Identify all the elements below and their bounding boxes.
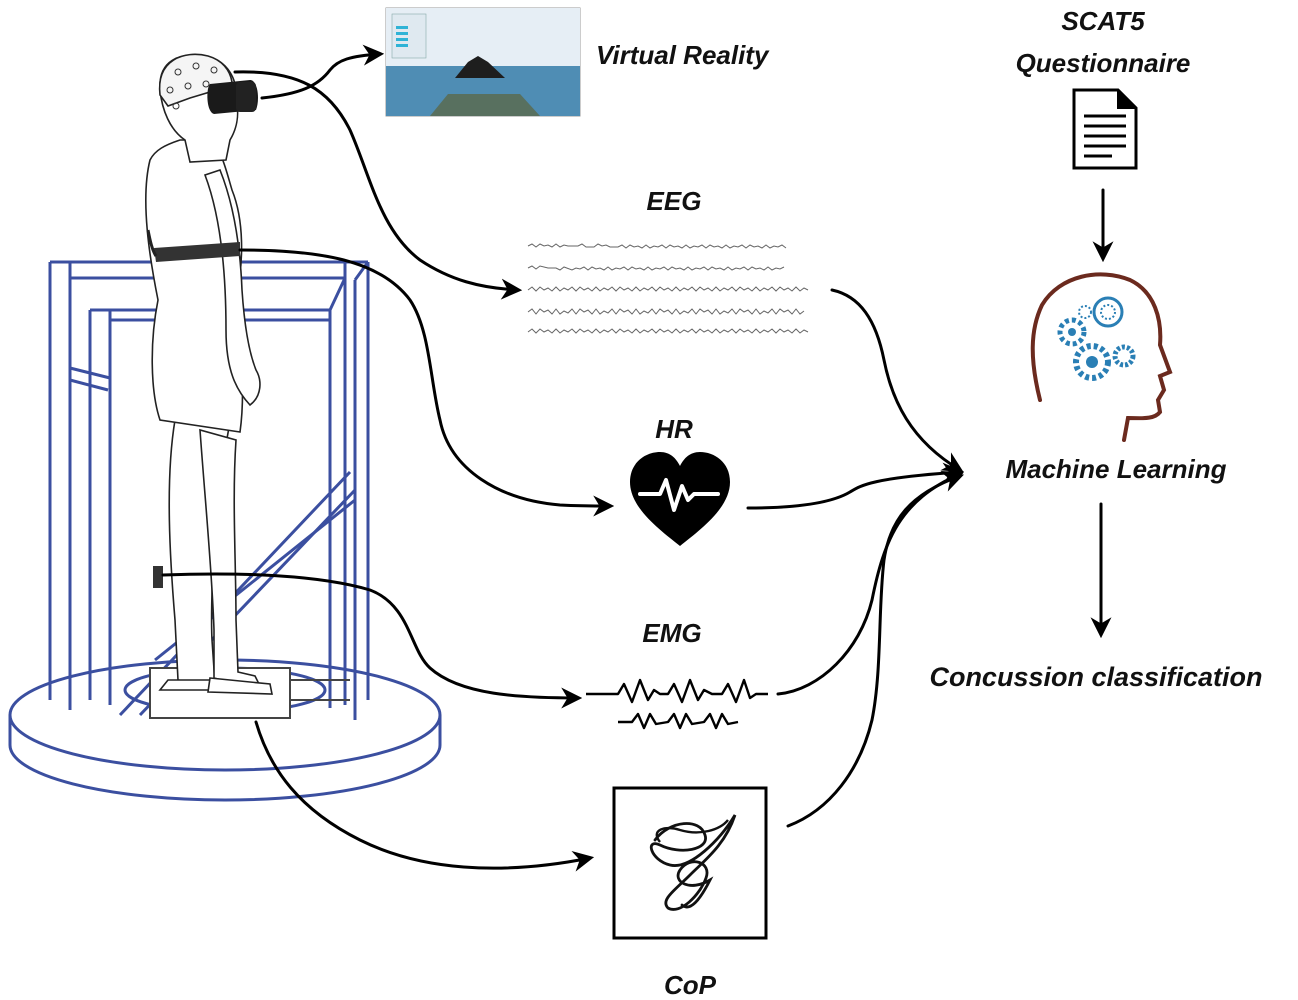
virtual-reality-screen-icon bbox=[385, 7, 581, 117]
label-hr: HR bbox=[655, 414, 693, 444]
label-questionnaire: Questionnaire bbox=[1016, 48, 1191, 78]
arrow-eeg-to-ml bbox=[830, 288, 964, 473]
label-concussion-classification: Concussion classification bbox=[929, 662, 1262, 692]
vr-headset-eeg-cap-icon bbox=[207, 80, 258, 114]
label-eeg: EEG bbox=[647, 186, 702, 216]
arrow-emg-to-ml bbox=[776, 471, 964, 696]
heart-ecg-icon bbox=[630, 452, 730, 546]
arrow-cop-to-ml bbox=[786, 471, 964, 828]
human-figure bbox=[145, 53, 273, 695]
arrow-head-to-eeg bbox=[233, 70, 523, 300]
head-gears-icon bbox=[1030, 272, 1173, 442]
label-emg: EMG bbox=[642, 618, 701, 648]
arrow-ankle-to-emg bbox=[161, 572, 583, 709]
emg-signal-traces bbox=[586, 678, 768, 730]
arrow-chest-to-hr bbox=[238, 248, 615, 517]
label-virtual-reality: Virtual Reality bbox=[596, 40, 770, 70]
label-cop: CoP bbox=[664, 970, 717, 1000]
arrow-hr-to-ml bbox=[746, 462, 965, 510]
label-scat5: SCAT5 bbox=[1061, 6, 1145, 36]
document-icon bbox=[1072, 88, 1138, 170]
cop-trace-icon bbox=[612, 786, 768, 940]
label-machine-learning: Machine Learning bbox=[1005, 454, 1226, 484]
eeg-signal-traces bbox=[527, 243, 809, 334]
arrow-head-to-vr bbox=[260, 44, 385, 100]
arrow-plate-to-cop bbox=[254, 720, 595, 872]
